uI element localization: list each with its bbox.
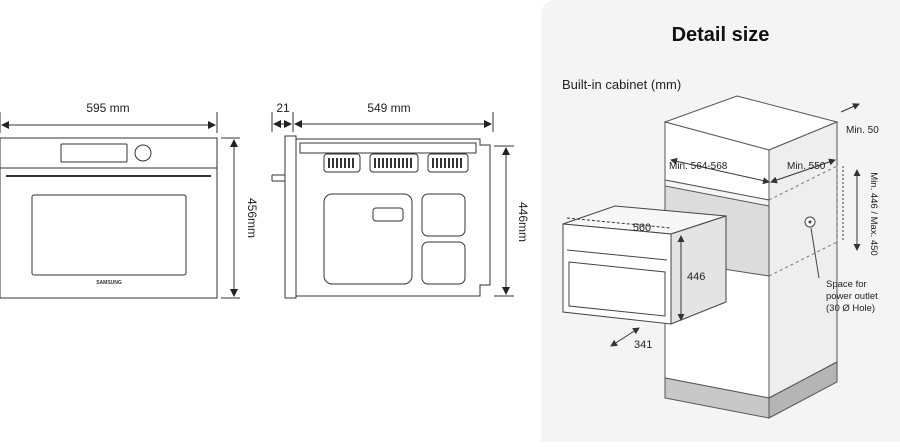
appliance: [562, 205, 727, 325]
top-rail: [299, 142, 477, 154]
brand-logo-text: SAMSUNG: [96, 280, 122, 286]
oven-front-body: [0, 137, 218, 299]
front-width-label: 595 mm: [86, 101, 129, 115]
display-window: [60, 143, 128, 163]
door-glass: [31, 194, 187, 276]
dimension-lines: [566, 103, 861, 347]
label-appliance-depth: 341: [634, 339, 652, 351]
side-body: [295, 138, 491, 297]
front-view: [0, 112, 240, 299]
technical-drawings: 595 mm SAMSUNG 456mm: [0, 101, 530, 299]
label-appliance-height: 446: [687, 271, 705, 283]
outlet-leader-line: [810, 227, 820, 279]
dim-appliance-width: [566, 217, 672, 229]
appliance-window: [568, 261, 666, 317]
label-min-depth: Min. 550: [787, 161, 826, 172]
cabinet-niche-top: [664, 179, 770, 207]
side-panel-lower-right: [421, 241, 466, 285]
dim-appliance-depth: [610, 327, 640, 347]
label-outlet-line-2: power outlet: [826, 291, 878, 302]
label-min-50: Min. 50: [846, 125, 879, 136]
front-height-label: 456mm: [245, 198, 259, 238]
cabinet-plinth-side: [768, 361, 838, 419]
vent-slots: [328, 158, 462, 168]
detail-size-panel: Detail size Built-in cabinet (mm): [541, 0, 900, 442]
side-depth-label: 549 mm: [367, 101, 410, 115]
power-outlet-hole-icon: [808, 220, 812, 224]
side-panel-label: [372, 207, 404, 222]
side-panel-upper-right: [421, 193, 466, 237]
label-outlet-line-3: (30 Ø Hole): [826, 303, 875, 314]
side-height-label: 446mm: [516, 202, 530, 242]
drawing-svg: 595 mm SAMSUNG 456mm: [0, 101, 530, 299]
vent-right: [427, 153, 469, 173]
vent-left: [323, 153, 361, 173]
label-min-width: Min. 564-568: [669, 161, 728, 172]
label-appliance-width: 560: [633, 222, 651, 234]
panel-subtitle: Built-in cabinet (mm): [562, 77, 682, 92]
side-door-depth-label: 21: [276, 101, 290, 115]
side-view: [271, 112, 514, 299]
side-door: [284, 135, 297, 299]
vent-middle: [369, 153, 419, 173]
appliance-handle-line: [566, 249, 668, 261]
label-height-range: Min. 446 / Max. 450: [868, 172, 879, 255]
dim-min-50: [840, 103, 860, 113]
cabinet-diagram: Min. 50 Min. 564-568 Min. 550 Min. 446 /…: [562, 95, 879, 419]
appliance-front-face: [562, 223, 672, 325]
panel-title: Detail size: [671, 24, 770, 46]
label-outlet-line-1: Space for: [826, 279, 867, 290]
dim-min-depth: [770, 158, 836, 184]
side-panel-large: [323, 193, 413, 285]
dim-min-width: [670, 157, 770, 185]
control-knob-icon: [134, 144, 152, 162]
